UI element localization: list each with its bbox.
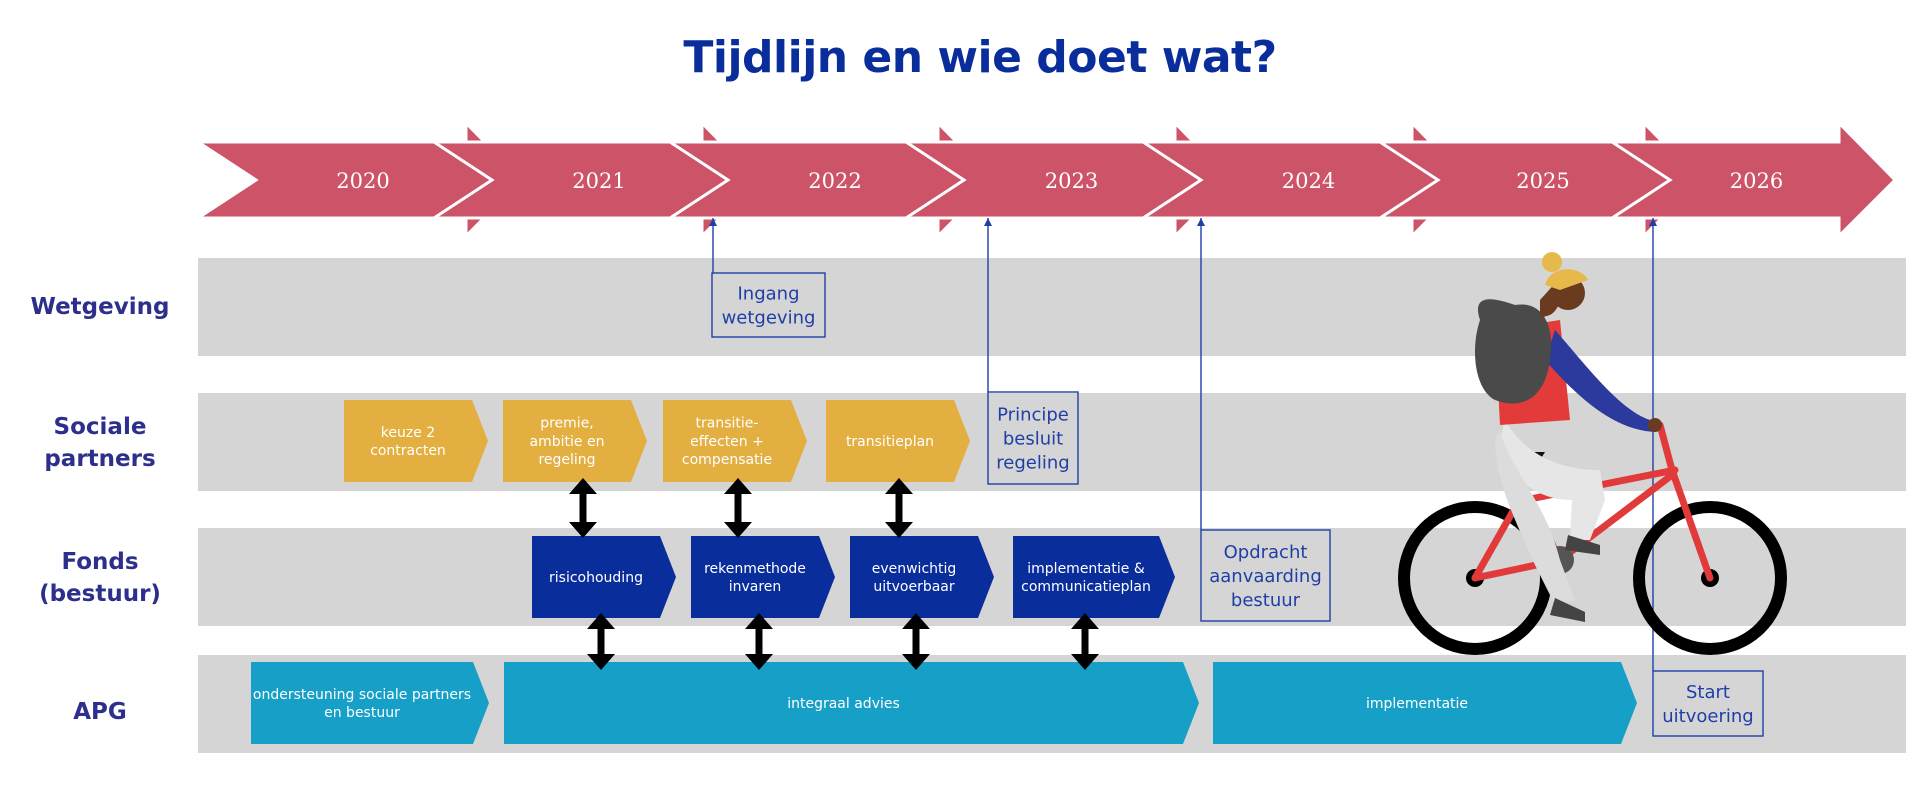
link-sp-fonds-0	[569, 478, 597, 538]
year-label: 2026	[1730, 169, 1783, 193]
lane-band-0	[198, 258, 1906, 356]
year-arrow-2026	[1606, 119, 1898, 240]
year-arrow-2025	[1374, 119, 1703, 240]
sociale-partners-box-3-text: transitieplan	[846, 434, 934, 450]
year-label: 2021	[572, 169, 625, 193]
apg-box-0	[251, 662, 489, 744]
sociale-partners-box-2-text: transitie-effecten +compensatie	[682, 416, 772, 468]
front-wheel	[1633, 501, 1787, 655]
year-arrow-2021	[428, 119, 761, 240]
cyclist-illustration	[1398, 252, 1787, 655]
milestone-box	[1200, 529, 1331, 622]
backpack	[1475, 299, 1552, 404]
apg-box-1-text: integraal advies	[787, 696, 900, 712]
fonds-box-1	[691, 536, 835, 618]
year-arrow-2024	[1137, 119, 1471, 240]
interaction-arrows	[569, 478, 1099, 670]
link-fonds-apg-0	[587, 613, 615, 670]
link-fonds-apg-2	[902, 613, 930, 670]
link-fonds-apg-1	[745, 613, 773, 670]
link-fonds-apg-3	[1071, 613, 1099, 670]
year-label: 2022	[808, 169, 861, 193]
rider-shoe	[1550, 598, 1585, 622]
lane-label-apg: APG	[73, 699, 127, 725]
milestone-box	[711, 272, 826, 338]
year-arrow-2022	[664, 119, 997, 240]
fonds-box-0	[532, 536, 676, 618]
apg-box-1	[504, 662, 1199, 744]
lane-label-wetgeving: Wetgeving	[30, 294, 170, 320]
lane-label-fonds: Fonds (bestuur)	[39, 549, 161, 607]
milestone-box	[987, 391, 1079, 485]
link-sp-fonds-1	[724, 478, 752, 538]
sociale-partners-box-2	[663, 400, 807, 482]
page-title: Tijdlijn en wie doet wat?	[683, 32, 1277, 83]
fonds-box-0-text: risicohouding	[549, 570, 643, 586]
fonds-box-3-text: implementatie &communicatieplan	[1021, 561, 1151, 595]
year-arrow-2023	[900, 119, 1234, 240]
year-label: 2020	[336, 169, 389, 193]
lane-label-sociale-partners: Sociale partners	[44, 414, 156, 472]
year-arrows: 2020 2021 2022 2023 2024 2025 2026	[192, 119, 1898, 240]
fonds-box-3	[1013, 536, 1175, 618]
sociale-partners-box-1	[503, 400, 647, 482]
year-arrow-2020	[192, 119, 525, 240]
sociale-partners-box-3	[826, 400, 970, 482]
apg-box-2-text: implementatie	[1366, 696, 1468, 712]
apg-box-2	[1213, 662, 1637, 744]
fonds-box-2	[850, 536, 994, 618]
sociale-partners-box-0	[344, 400, 488, 482]
year-label: 2025	[1516, 169, 1569, 193]
year-label: 2023	[1045, 169, 1098, 193]
link-sp-fonds-2	[885, 478, 913, 538]
year-label: 2024	[1282, 169, 1335, 193]
rider-hair	[1545, 269, 1588, 290]
rider-legs	[1500, 420, 1605, 540]
rider-arm	[1545, 330, 1655, 432]
milestone-box	[1652, 670, 1764, 737]
